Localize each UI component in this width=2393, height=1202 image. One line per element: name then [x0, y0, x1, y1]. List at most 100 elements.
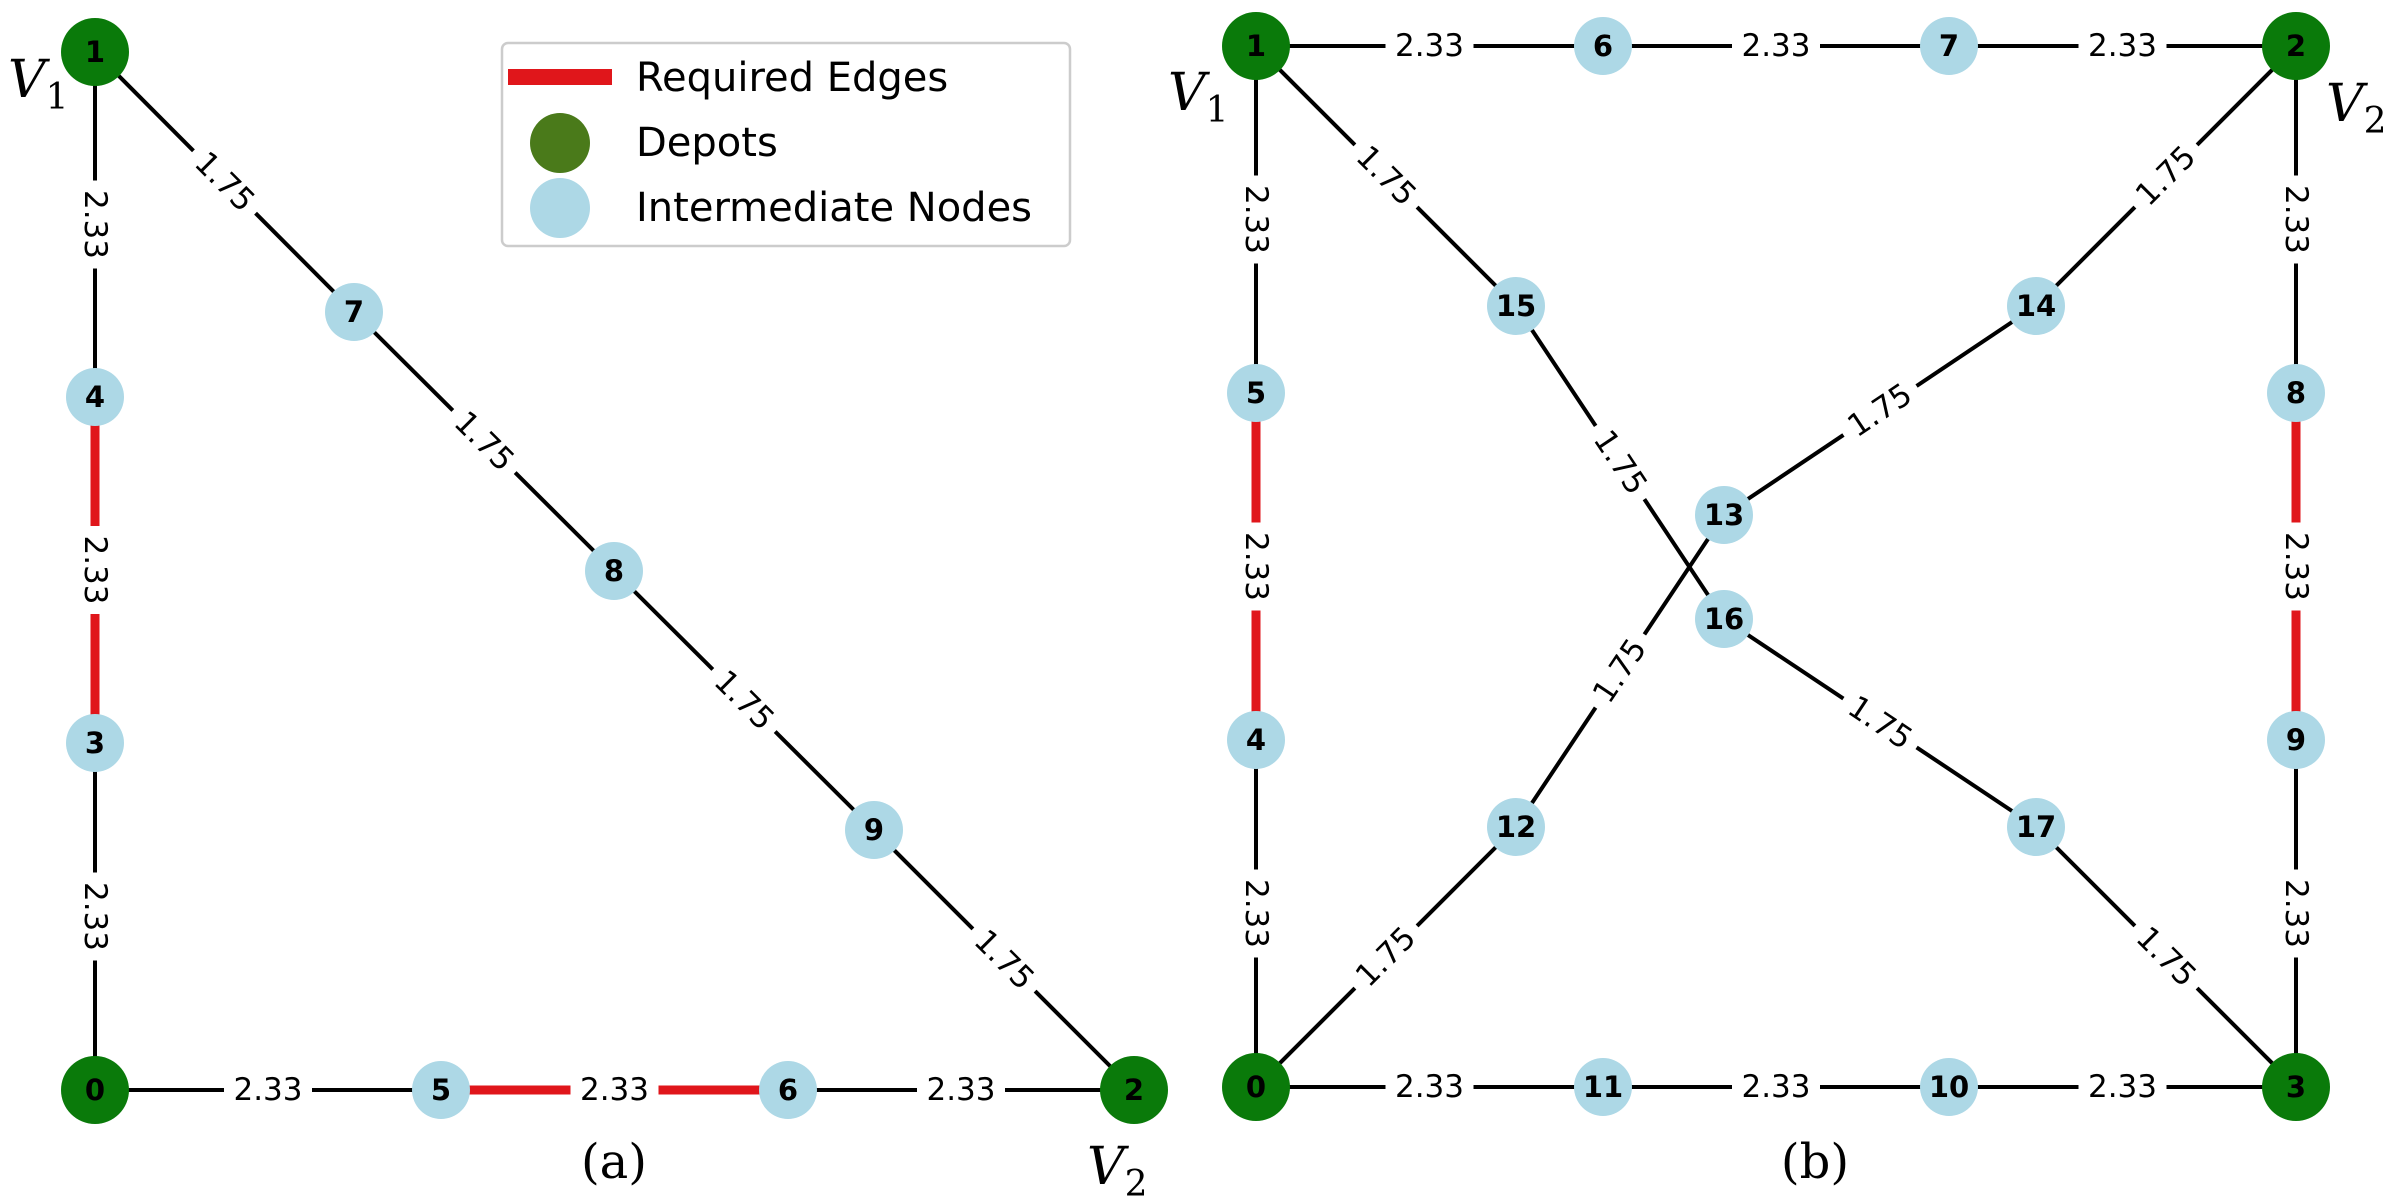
- legend: Required Edges Depots Intermediate Nodes: [500, 41, 1072, 248]
- intermediate-circle: [2007, 798, 2065, 856]
- node-id-label: 16: [1704, 602, 1744, 636]
- edge-weight-background: [570, 1071, 659, 1109]
- node-id-label: 9: [864, 813, 884, 847]
- depot-circle: [2262, 12, 2330, 80]
- intermediate-circle: [759, 1061, 817, 1119]
- edge-weight-label: 2.33: [1741, 1069, 1810, 1105]
- intermediate-node-3: 3: [66, 714, 124, 772]
- edge-weight-background: [1341, 131, 1431, 221]
- edge-weight-background: [1385, 27, 1474, 65]
- node-id-label: 1: [85, 35, 105, 69]
- edge-weight-background: [1732, 1068, 1820, 1106]
- intermediate-node-8: 8: [2267, 364, 2325, 422]
- intermediate-node-14: 14: [2007, 277, 2065, 335]
- depot-circle: [61, 1056, 129, 1124]
- intermediate-circle: [325, 283, 383, 341]
- edge-weight-16-17: 1.75: [1832, 682, 1928, 764]
- intermediate-circle: [1487, 277, 1545, 335]
- edge-weight-background: [1832, 370, 1928, 451]
- depot-label-letter: V: [1087, 1137, 1129, 1197]
- node-id-label: 1: [1246, 29, 1266, 63]
- edge-weight-10-3: 2.33: [2078, 1068, 2167, 1106]
- node-id-label: 0: [1246, 1070, 1266, 1104]
- depot-label-letter: V: [8, 50, 50, 110]
- depot-circle: [61, 18, 129, 86]
- intermediate-node-4: 4: [66, 368, 124, 426]
- legend-intermediate-nodes-label: Intermediate Nodes: [636, 185, 1032, 231]
- intermediate-node-11: 11: [1574, 1058, 1632, 1116]
- intermediate-node-9: 9: [845, 801, 903, 859]
- intermediate-node-5: 5: [1227, 364, 1285, 422]
- edge-weight-background: [1237, 869, 1275, 958]
- intermediate-node-8: 8: [585, 542, 643, 600]
- edge-weight-background: [959, 915, 1049, 1005]
- intermediate-circle: [2267, 711, 2325, 769]
- node-id-label: 4: [85, 380, 105, 414]
- legend-required-edges-label: Required Edges: [636, 55, 948, 101]
- edge-weight-label: 2.33: [2088, 1069, 2157, 1105]
- node-id-label: 11: [1583, 1070, 1623, 1104]
- edge-weight-label: 2.33: [926, 1072, 995, 1108]
- node-id-label: 12: [1496, 810, 1536, 844]
- edge-weight-0-5: 2.33: [224, 1071, 312, 1109]
- intermediate-node-15: 15: [1487, 277, 1545, 335]
- edge-weight-background: [1832, 682, 1928, 764]
- panel-b-caption: (b): [1781, 1134, 1849, 1190]
- depot-label-v1: V1: [8, 50, 68, 118]
- intermediate-node-13: 13: [1695, 486, 1753, 544]
- depot-node-2: 2: [1100, 1056, 1168, 1124]
- node-id-label: 8: [2286, 376, 2306, 410]
- edge-weight-background: [2277, 522, 2315, 611]
- edge-weight-11-10: 2.33: [1732, 1068, 1820, 1106]
- intermediate-node-16: 16: [1695, 590, 1753, 648]
- node-id-label: 6: [778, 1073, 798, 1107]
- depot-label-letter: V: [2326, 74, 2368, 134]
- edge-weight-background: [2078, 27, 2167, 65]
- edge-weight-label: 2.33: [1238, 879, 1274, 948]
- intermediate-node-7: 7: [325, 283, 383, 341]
- legend-depot-swatch: [530, 113, 590, 173]
- edge-weight-4-3: 2.33: [76, 526, 114, 614]
- node-id-label: 14: [2016, 289, 2056, 323]
- edge-weight-5-6: 2.33: [570, 1071, 659, 1109]
- node-id-label: 10: [1929, 1070, 1969, 1104]
- edge-weight-1-4: 2.33: [76, 180, 114, 269]
- depot-circle: [2262, 1053, 2330, 1121]
- edge-weight-background: [224, 1071, 312, 1109]
- edge-weight-label: 2.33: [580, 1072, 649, 1108]
- node-id-label: 17: [2016, 810, 2056, 844]
- intermediate-circle: [2267, 364, 2325, 422]
- node-id-label: 4: [1246, 723, 1266, 757]
- edge-weight-7-2: 2.33: [2078, 27, 2167, 65]
- edge-weight-label: 2.33: [77, 535, 113, 604]
- edge-weight-13-12: 1.75: [1579, 623, 1661, 719]
- intermediate-circle: [1227, 364, 1285, 422]
- intermediate-node-17: 17: [2007, 798, 2065, 856]
- edge-weight-1-5: 2.33: [1237, 175, 1275, 264]
- depot-circle: [1222, 1053, 1290, 1121]
- legend-intermediate-swatch: [530, 178, 590, 238]
- edge-weight-background: [2121, 131, 2211, 221]
- depot-label-letter: V: [1168, 63, 1210, 123]
- depot-node-1: 1: [61, 18, 129, 86]
- node-id-label: 5: [431, 1073, 451, 1107]
- depot-label-v1: V1: [1168, 63, 1228, 131]
- edge-weight-4-0: 2.33: [1237, 869, 1275, 958]
- intermediate-circle: [1695, 486, 1753, 544]
- edge-weight-background: [699, 655, 789, 746]
- edge-weight-background: [1237, 522, 1275, 611]
- edge-weight-6-2: 2.33: [917, 1071, 1005, 1109]
- node-id-label: 3: [85, 726, 105, 760]
- edge-weight-label: 2.33: [1395, 28, 1464, 64]
- intermediate-node-6: 6: [759, 1061, 817, 1119]
- node-id-label: 7: [1939, 29, 1959, 63]
- edge-weight-label: 2.33: [1238, 185, 1274, 254]
- depot-label-v2: V2: [1087, 1137, 1147, 1202]
- edge-weight-background: [1579, 415, 1661, 510]
